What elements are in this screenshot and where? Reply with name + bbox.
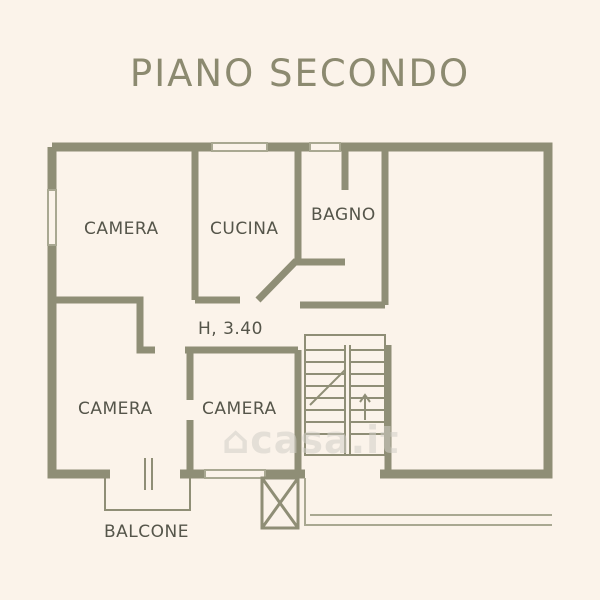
height-note: H, 3.40 [198, 319, 263, 339]
site-line-right [304, 478, 552, 526]
balcone-door [144, 458, 153, 490]
outer-wall-right-block [380, 142, 553, 479]
window-left-upper [47, 189, 57, 246]
room-label-camera-3: CAMERA [202, 399, 277, 419]
house-icon: ⌂ [222, 418, 251, 462]
balcone-rail [104, 478, 191, 511]
room-label-balcone: BALCONE [104, 522, 189, 542]
page-title: PIANO SECONDO [129, 52, 471, 95]
window-cucina-top [211, 142, 268, 152]
elevator-cross [260, 477, 300, 529]
site-lines [304, 478, 552, 526]
windows [47, 142, 341, 479]
room-label-camera-2: CAMERA [78, 399, 153, 419]
stair-arrow-up [359, 393, 371, 420]
interior-walls [52, 147, 392, 474]
balcone-outline [104, 458, 191, 511]
room-label-bagno: BAGNO [311, 205, 376, 225]
wall-camera1-bottom [52, 296, 155, 354]
watermark: ⌂casa.it [222, 418, 399, 462]
staircase [304, 334, 386, 456]
window-bagno-top [309, 142, 341, 152]
elevator-shaft [260, 476, 300, 530]
watermark-text: casa.it [250, 418, 400, 462]
window-bottom [204, 469, 266, 479]
room-label-camera-1: CAMERA [84, 219, 159, 239]
stair-arrow-down [309, 369, 346, 406]
stair-center [344, 345, 351, 455]
wall-cucina-door [255, 258, 345, 303]
elevator [260, 476, 300, 530]
room-label-cucina: CUCINA [210, 219, 279, 239]
